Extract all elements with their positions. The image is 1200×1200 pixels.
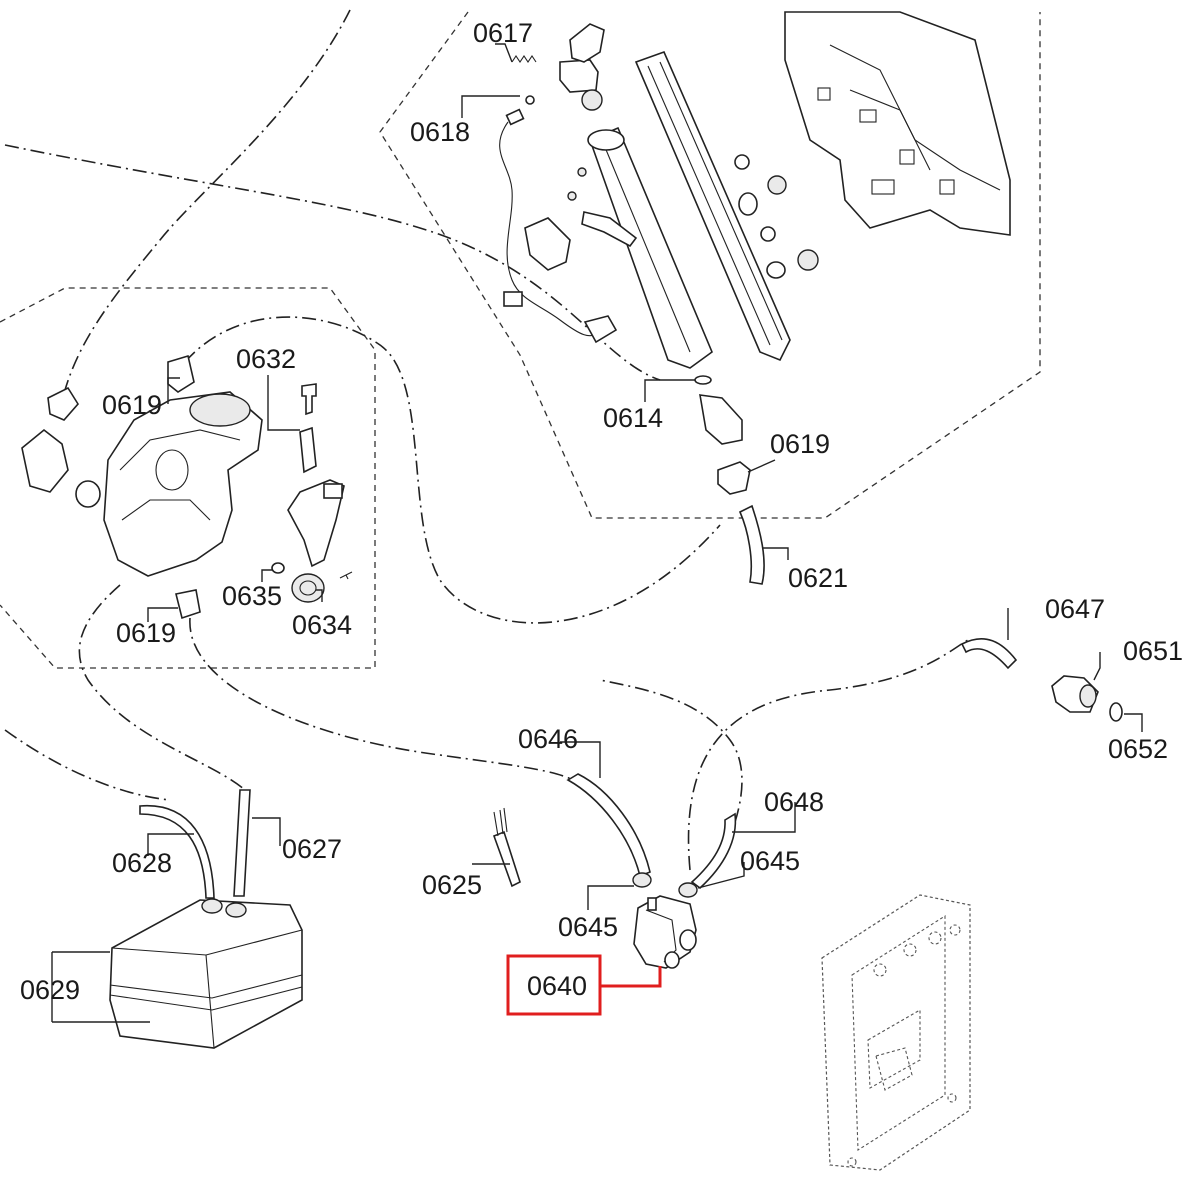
label-0635: 0635 xyxy=(222,581,282,611)
label-0640: 0640 xyxy=(527,971,587,1001)
part-0628-hose xyxy=(139,805,215,899)
label-0619-right: 0619 xyxy=(770,429,830,459)
part-0621-hose xyxy=(738,504,765,585)
bracket-lever xyxy=(287,479,345,568)
part-0647-hose xyxy=(960,638,1018,670)
thermoblock-tube xyxy=(588,126,713,369)
upper-assembly xyxy=(499,11,1011,585)
valve-area xyxy=(492,773,737,969)
highlight-leader-0640 xyxy=(600,966,662,988)
label-0619-top: 0619 xyxy=(102,390,162,420)
route-left-low xyxy=(78,584,246,791)
part-0619-top-fitting xyxy=(167,354,195,393)
label-0652: 0652 xyxy=(1108,734,1168,764)
part-0645-right-nut xyxy=(678,882,698,898)
label-0618: 0618 xyxy=(410,117,470,147)
sensor-cable xyxy=(499,121,601,337)
part-0614-valve xyxy=(699,394,743,445)
part-0619-bottom-fitting xyxy=(175,589,201,620)
right-connectors xyxy=(960,638,1123,722)
label-0651: 0651 xyxy=(1123,636,1183,666)
hose-routes xyxy=(4,9,969,871)
label-0646: 0646 xyxy=(518,724,578,754)
label-0647: 0647 xyxy=(1045,594,1105,624)
part-0646-hose xyxy=(566,773,651,878)
ghost-housing xyxy=(821,894,971,1171)
route-pump-to-0646 xyxy=(189,617,579,784)
label-0645-right: 0645 xyxy=(740,846,800,876)
label-0629: 0629 xyxy=(20,975,80,1005)
part-0634-roller xyxy=(291,573,325,603)
part-0619-right-fitting xyxy=(717,461,751,495)
part-0648-hose xyxy=(690,812,737,890)
route-right-loop xyxy=(687,639,969,871)
highlight-0640: 0640 xyxy=(506,954,662,1016)
label-0632: 0632 xyxy=(236,344,296,374)
label-0617: 0617 xyxy=(473,18,533,48)
part-0627-hose xyxy=(233,789,251,897)
chassis-frame xyxy=(784,11,1011,236)
leader-lines xyxy=(51,43,1143,1023)
label-0648: 0648 xyxy=(764,787,824,817)
upper-right-zone xyxy=(379,11,1041,519)
part-0629-tank xyxy=(109,899,303,1049)
housing-outline xyxy=(821,894,971,1171)
route-0648-loop xyxy=(599,679,743,823)
label-0627: 0627 xyxy=(282,834,342,864)
pump-assembly xyxy=(21,354,353,620)
label-0619-bottom: 0619 xyxy=(116,618,176,648)
part-0625-sensor xyxy=(492,830,521,888)
water-tank xyxy=(109,789,303,1049)
route-bottom-left xyxy=(4,729,171,801)
part-0617-connector xyxy=(559,59,599,93)
part-labels: 0617 0618 0614 0619 0619 0619 0621 0632 … xyxy=(20,18,1183,1005)
zone-outlines xyxy=(0,11,1041,669)
label-0628: 0628 xyxy=(112,848,172,878)
label-0614: 0614 xyxy=(603,403,663,433)
route-middle-loop xyxy=(184,316,721,624)
part-0645-left-nut xyxy=(632,872,652,888)
part-0632-screw xyxy=(301,383,317,416)
route-top-center xyxy=(64,9,351,391)
label-0621: 0621 xyxy=(788,563,848,593)
label-0645-left: 0645 xyxy=(558,912,618,942)
heater-rail xyxy=(634,50,791,362)
part-0640-valve xyxy=(633,895,697,969)
part-0652-seal xyxy=(1109,702,1123,722)
label-0634: 0634 xyxy=(292,610,352,640)
label-0625: 0625 xyxy=(422,870,482,900)
part-0618-sensor xyxy=(505,108,525,126)
